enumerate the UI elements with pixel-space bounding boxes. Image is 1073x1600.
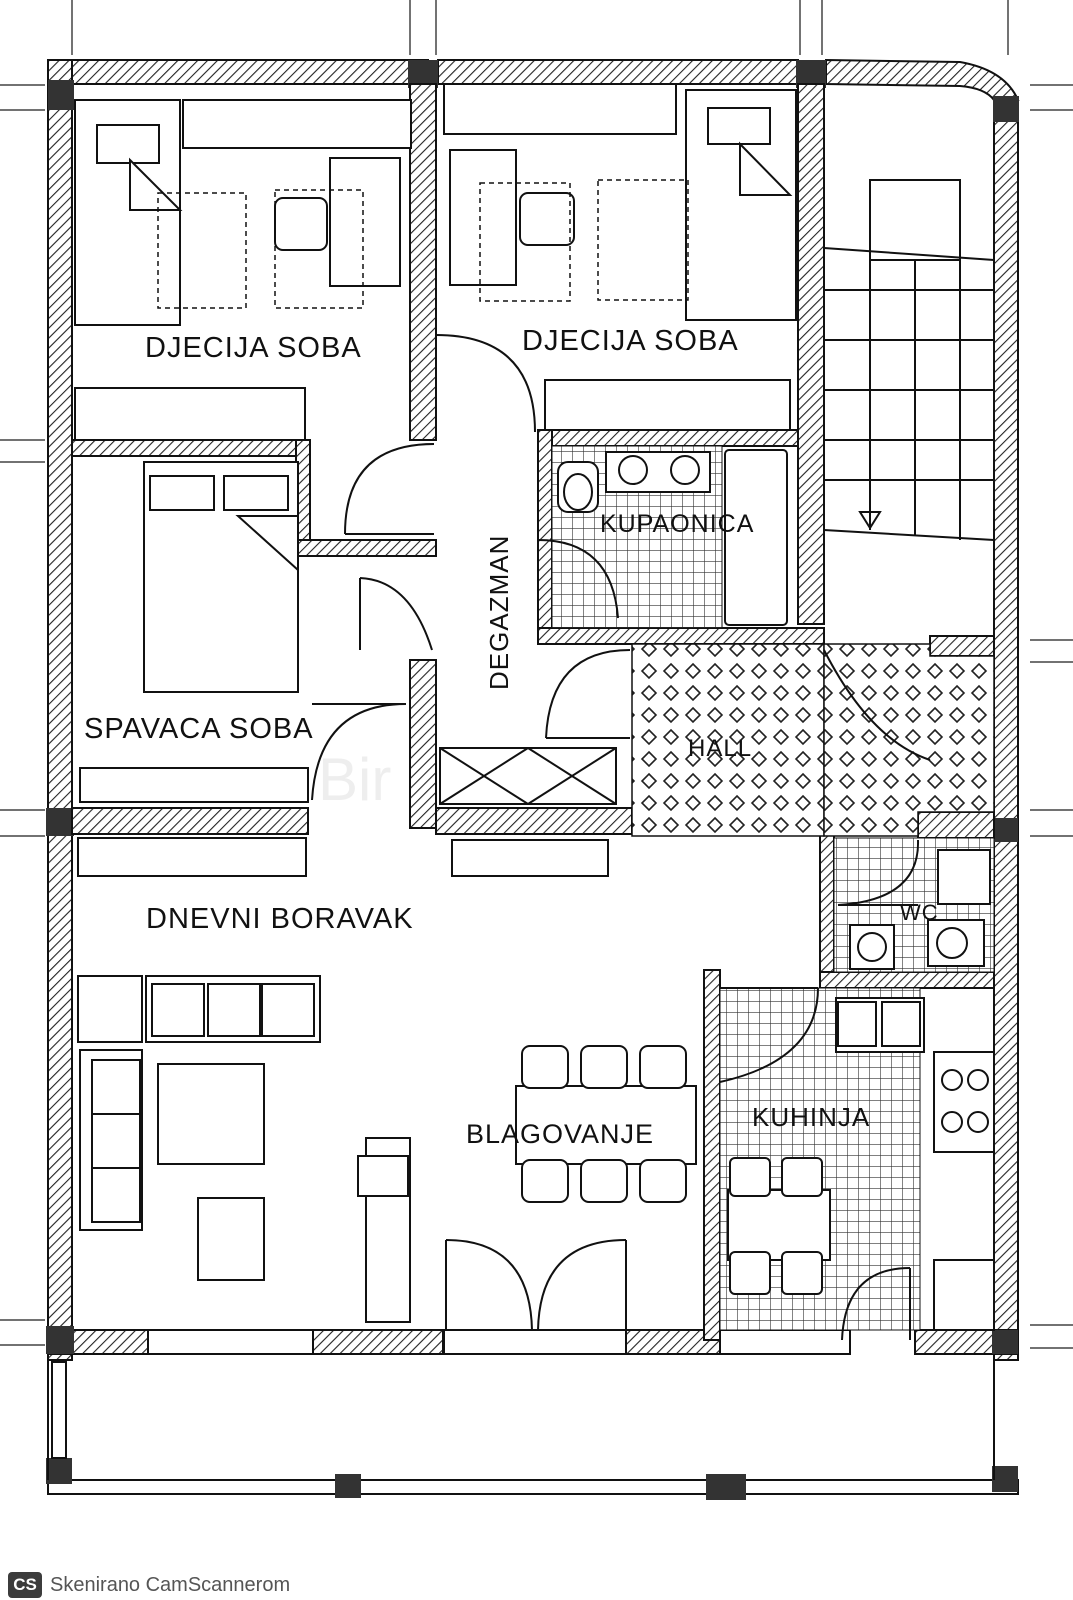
scanner-footer: CS Skenirano CamScannerom bbox=[8, 1572, 290, 1598]
label-spavaca-soba: SPAVACA SOBA bbox=[84, 713, 314, 745]
label-kuhinja: KUHINJA bbox=[752, 1102, 870, 1132]
hall-floor-east bbox=[823, 643, 995, 837]
label-hall: HALL bbox=[688, 735, 752, 762]
double-bed bbox=[79, 461, 309, 803]
label-dnevni-boravak: DNEVNI BORAVAK bbox=[146, 903, 414, 935]
camscanner-logo: CS bbox=[8, 1572, 42, 1598]
guide-lines bbox=[0, 0, 1073, 1349]
desk-outline-room-1 bbox=[157, 189, 364, 309]
staircase bbox=[823, 179, 995, 541]
desk-outline-room-2 bbox=[479, 179, 689, 302]
label-blagovanje: BLAGOVANJE bbox=[466, 1119, 654, 1149]
label-djecija-soba-2: DJECIJA SOBA bbox=[522, 325, 739, 357]
camscanner-text: Skenirano CamScannerom bbox=[50, 1573, 291, 1596]
label-degazman: DEGAZMAN bbox=[484, 535, 514, 690]
bed-room-2 bbox=[443, 83, 797, 431]
label-wc: WC bbox=[900, 900, 939, 925]
watermark: Bir bbox=[318, 746, 391, 813]
bathroom-fixtures bbox=[557, 449, 788, 626]
kitchen-fixtures bbox=[727, 997, 995, 1331]
balcony bbox=[47, 1354, 995, 1480]
label-kupaonica: KUPAONICA bbox=[600, 510, 754, 538]
wardrobe bbox=[439, 747, 617, 805]
living-room-furniture bbox=[77, 837, 627, 1355]
corner-columns bbox=[46, 60, 1019, 1500]
wc-fixtures bbox=[849, 849, 991, 970]
label-djecija-soba-1: DJECIJA SOBA bbox=[145, 332, 362, 364]
dining-set bbox=[515, 1045, 697, 1203]
hall-floor bbox=[631, 643, 825, 837]
bed-room-1 bbox=[74, 99, 412, 441]
doors bbox=[311, 334, 931, 1341]
